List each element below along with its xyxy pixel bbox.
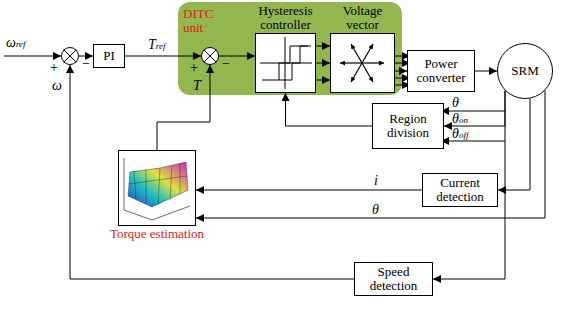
torque-surface: [128, 162, 188, 207]
vector-arrow: [351, 44, 362, 63]
signal-label: ω: [52, 79, 62, 93]
summing-junction: +−: [201, 47, 219, 65]
signal-label: Tref: [148, 38, 165, 53]
signal-label: θon: [452, 112, 468, 127]
signal-label: θ: [372, 203, 379, 217]
hysteresis-controller: Hysteresis controller: [255, 33, 316, 93]
node-label: Region division: [373, 112, 443, 140]
hysteresis-loop: [279, 46, 308, 80]
node-label: Hysteresis controller: [253, 4, 319, 32]
gate-signal-wire: [395, 78, 410, 79]
signal-label: i: [374, 174, 378, 188]
axis-line: [285, 37, 286, 89]
signal-connector: [157, 65, 210, 150]
signal-label: θoff: [452, 127, 468, 142]
vector-arrow: [362, 63, 373, 82]
cross-mark: [204, 50, 217, 63]
angle-signal-wire: [441, 141, 505, 142]
region-division-block: Region division: [372, 103, 444, 149]
speed-detection-block: Speed detection: [354, 262, 433, 296]
srm-motor: SRM: [497, 43, 553, 99]
gate-signal-wire: [395, 85, 410, 86]
outline-circle: [62, 48, 79, 65]
signal-label: T: [193, 79, 201, 93]
signal-connector: [219, 56, 255, 57]
signal-connector: [79, 56, 93, 57]
pi-controller: PI: [93, 44, 125, 68]
plot-axes: [124, 158, 190, 220]
surface-grid: [129, 163, 187, 205]
cross-mark: [64, 50, 77, 63]
signal-connector: [196, 91, 545, 218]
node-label: Torque estimation: [109, 227, 205, 241]
voltage-vector-table: Voltage vector: [330, 33, 395, 93]
signal-connector: [70, 65, 354, 279]
signal-label: θ: [452, 96, 459, 110]
hysteresis-symbol: [260, 37, 312, 89]
node-label: SRM: [511, 64, 538, 78]
switch-signal-wire: [316, 46, 330, 47]
vector-arrow: [362, 44, 373, 63]
summing-junction: +−: [61, 47, 79, 65]
torque-surface-plot: [124, 158, 190, 220]
sign-symbol: −: [222, 57, 230, 71]
signal-connector: [316, 63, 330, 64]
node-label: Voltage vector: [333, 4, 393, 32]
node-label: Current detection: [423, 176, 497, 204]
sign-symbol: −: [82, 57, 90, 71]
signal-connector: [395, 71, 407, 72]
signal-label: ωref: [6, 36, 26, 51]
sign-symbol: +: [50, 61, 58, 75]
hysteresis-loop: [262, 46, 311, 80]
node-outline: [61, 47, 79, 65]
signal-connector: [498, 99, 530, 191]
signal-connector: [196, 190, 422, 191]
node-label: Power converter: [408, 57, 474, 85]
vector-arrow: [340, 62, 362, 63]
signal-connector: [475, 71, 497, 72]
signal-connector: [433, 91, 505, 279]
gate-signal-wire: [395, 63, 410, 64]
voltage-vector-symbol: [340, 44, 384, 82]
ditc-unit: DITC unit+−Hysteresis controllerVoltage …: [178, 2, 402, 95]
signal-connector: [444, 91, 505, 126]
sign-symbol: +: [190, 61, 198, 75]
reference-input-wire: [4, 56, 61, 57]
current-detection-block: Current detection: [422, 173, 498, 207]
node-label: PI: [103, 49, 115, 63]
torque-estimation-block: Torque estimation: [118, 150, 196, 226]
gate-signal-wire: [395, 56, 410, 57]
signal-wires: [4, 46, 505, 141]
signal-connector: [125, 56, 201, 57]
vector-arrow: [362, 62, 384, 63]
vector-arrow: [351, 63, 362, 82]
node-label: DITC unit: [183, 7, 227, 35]
axis-line: [260, 63, 312, 64]
outline-circle: [202, 48, 219, 65]
node-label: Speed detection: [355, 265, 432, 293]
switch-signal-wire: [316, 80, 330, 81]
signal-connector: [286, 93, 373, 126]
angle-signal-wire: [441, 111, 505, 112]
outline-circle: [498, 44, 553, 99]
power-converter: Power converter: [407, 50, 475, 92]
node-outline: [201, 47, 219, 65]
